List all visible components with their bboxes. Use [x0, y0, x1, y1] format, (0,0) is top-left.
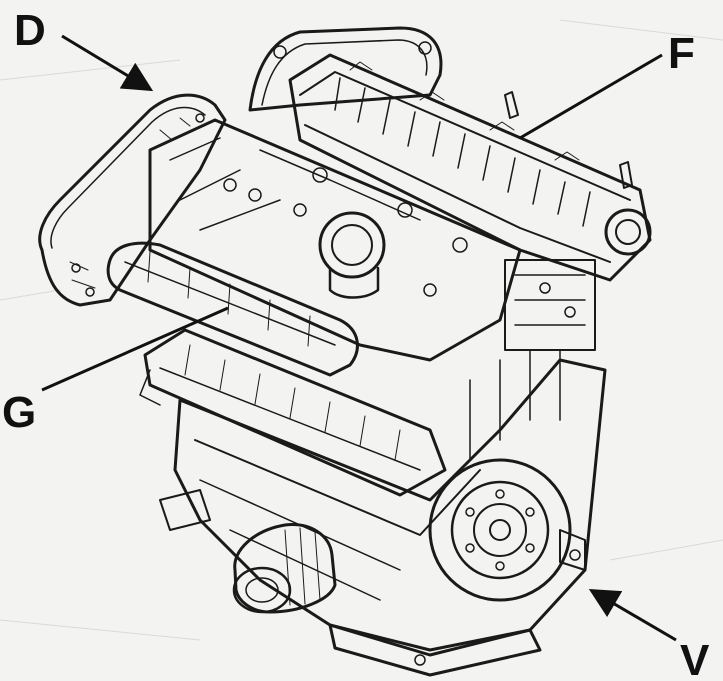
cylinder-head-right [288, 53, 652, 282]
callout-v: V [588, 588, 710, 681]
oil-filter [232, 523, 337, 614]
cylinder-block [173, 259, 607, 652]
oil-pan [328, 623, 542, 677]
callout-f: F [519, 29, 695, 140]
callout-d-label: D [14, 6, 46, 55]
fasteners [223, 167, 468, 297]
crank-rear-flange [428, 458, 572, 602]
callout-g-label: G [2, 388, 36, 437]
misc-details [139, 369, 586, 571]
callout-f-leader [519, 53, 663, 140]
intake-area [148, 118, 522, 362]
background-texture [0, 19, 723, 641]
timing-cover [38, 93, 227, 307]
intake-manifold-left [106, 241, 359, 377]
rear-timing-housing [248, 26, 443, 112]
callout-d-arrow [61, 34, 154, 92]
cylinder-head-left [143, 328, 447, 497]
callout-d: D [14, 6, 154, 92]
callout-f-label: F [668, 29, 695, 78]
callout-v-arrow [588, 588, 677, 642]
callout-v-label: V [680, 636, 710, 681]
callout-g: G [2, 306, 229, 437]
callout-g-leader [41, 306, 229, 392]
engine-block [38, 26, 652, 677]
